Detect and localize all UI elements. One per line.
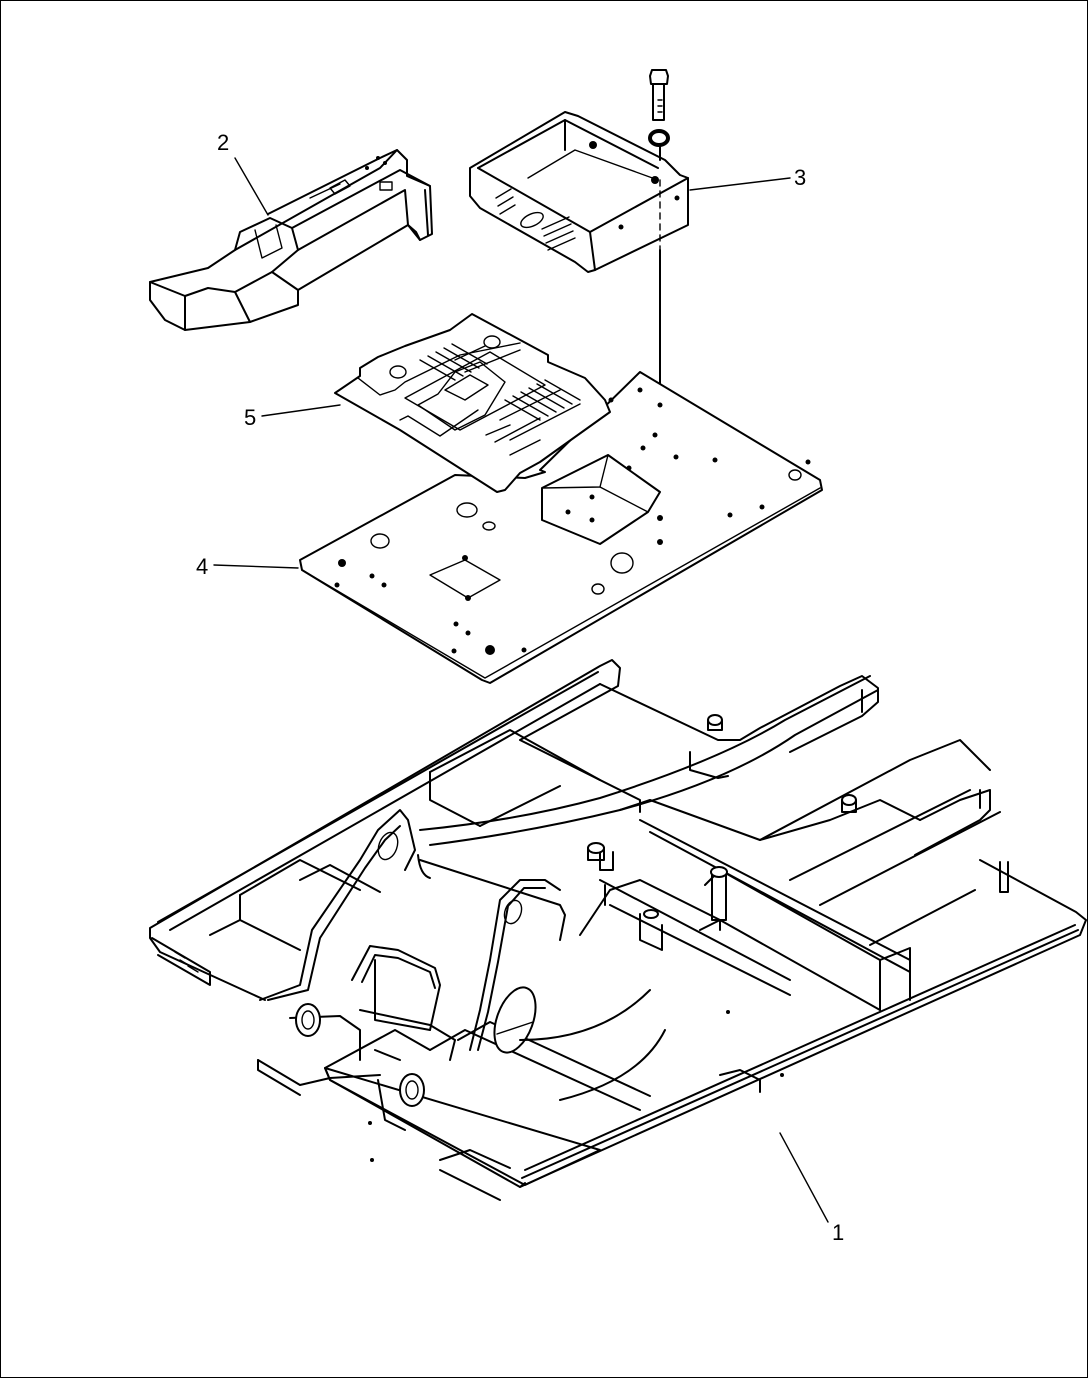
part-5-floor-mat[interactable] (334, 313, 611, 493)
part-3-bracket[interactable] (469, 69, 689, 513)
callout-5: 5 (244, 405, 256, 430)
callout-2: 2 (217, 130, 229, 155)
leader-lines (213, 157, 829, 1223)
part-1-frame[interactable] (149, 659, 1087, 1201)
callout-1: 1 (832, 1220, 844, 1245)
washer-icon (648, 129, 670, 147)
callout-4: 4 (196, 554, 208, 579)
bolt-icon (649, 69, 669, 121)
callout-3: 3 (794, 165, 806, 190)
part-2-console[interactable] (149, 149, 433, 331)
